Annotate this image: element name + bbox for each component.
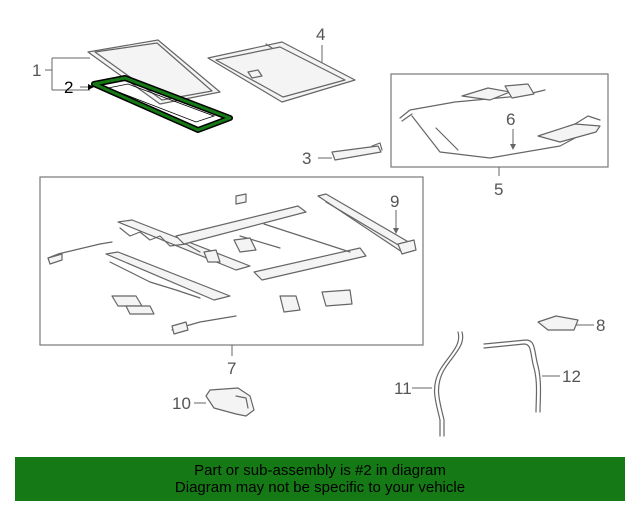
part-9-rail[interactable]	[317, 193, 417, 255]
callout-12[interactable]: 12	[562, 367, 581, 386]
callout-8[interactable]: 8	[596, 316, 605, 335]
sub-assembly-5-box	[390, 73, 609, 168]
info-banner: Part or sub-assembly is #2 in diagram Di…	[15, 457, 625, 501]
callout-6[interactable]: 6	[506, 110, 515, 129]
part-5-drive-cable[interactable]	[399, 83, 591, 159]
callout-3[interactable]: 3	[302, 149, 311, 168]
part-10-motor[interactable]	[205, 387, 255, 417]
part-3-bracket[interactable]	[331, 142, 383, 161]
part-7-housing[interactable]	[47, 193, 367, 335]
part-6-drive-gear[interactable]	[537, 115, 601, 143]
banner-line-2: Diagram may not be specific to your vehi…	[174, 479, 466, 496]
callout-2[interactable]: 2	[64, 78, 73, 97]
part-11-drain-hose[interactable]	[433, 331, 464, 437]
part-2-weatherstrip[interactable]	[91, 75, 233, 133]
callout-7[interactable]: 7	[227, 359, 236, 378]
banner-line-1: Part or sub-assembly is #2 in diagram	[194, 462, 446, 479]
callout-4[interactable]: 4	[316, 25, 325, 44]
callout-11[interactable]: 11	[394, 379, 412, 398]
callout-9[interactable]: 9	[390, 192, 399, 211]
callout-1-leader	[51, 57, 90, 91]
callout-10[interactable]: 10	[172, 394, 191, 413]
part-1-glass[interactable]	[87, 39, 221, 105]
part-4-sunshade[interactable]	[207, 41, 356, 103]
part-12-drain-hose[interactable]	[483, 339, 542, 413]
callout-1[interactable]: 1	[32, 61, 41, 80]
part-8-bracket[interactable]	[537, 315, 579, 331]
callout-5[interactable]: 5	[494, 180, 503, 199]
